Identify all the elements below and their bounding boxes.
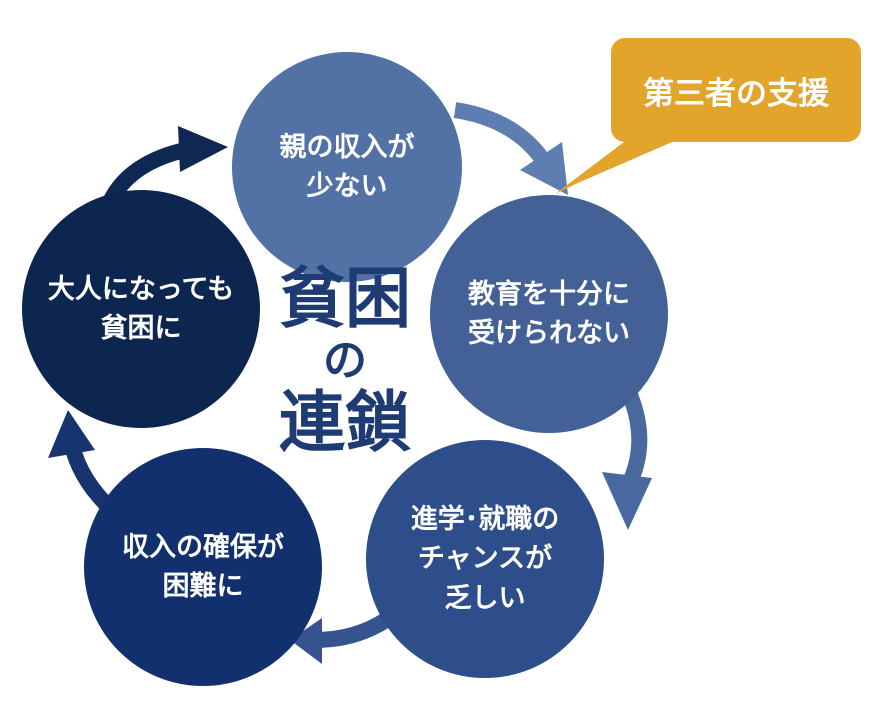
cycle-of-poverty-title: 貧困 の 連鎖 (250, 262, 440, 460)
node-low-parental-income-line1: 親の収入が (279, 131, 415, 163)
arrow-head-income-to-adult (48, 410, 95, 458)
arrow-head-adult-to-parents (178, 126, 228, 172)
node-income-difficulty-line1: 収入の確保が (122, 531, 284, 563)
title-line-chain: 連鎖 (279, 384, 411, 461)
arrow-head-education-to-career (602, 472, 652, 530)
support-callout-pointer (555, 130, 700, 194)
third-party-support-callout: 第三者の支援 (611, 38, 861, 142)
node-adult-poverty-line2: 貧困に (100, 313, 182, 344)
node-limited-opportunities-line1: 進学･就職の (410, 504, 560, 536)
node-income-difficulty: 収入の確保が 困難に (84, 448, 322, 686)
arrow-parents-to-education (453, 102, 555, 173)
arrow-head-career-to-income (290, 618, 322, 664)
title-line-poverty: 貧困 (279, 260, 411, 337)
arrow-education-to-career (619, 392, 648, 492)
node-low-parental-income-line2: 少ない (306, 171, 388, 202)
node-insufficient-education: 教育を十分に 受けられない (430, 195, 668, 433)
arrow-career-to-income (314, 613, 391, 648)
node-adult-poverty-line1: 大人になっても (47, 273, 235, 305)
node-limited-opportunities-line2: チャンスが (417, 543, 553, 575)
node-income-difficulty-line2: 困難に (162, 571, 244, 602)
node-insufficient-education-line2: 受けられない (468, 318, 630, 349)
arrow-head-parents-to-education (520, 142, 568, 195)
node-limited-opportunities-line3: 乏しい (444, 582, 526, 614)
title-line-of: の (323, 335, 367, 386)
node-adult-poverty: 大人になっても 貧困に (22, 190, 260, 428)
node-limited-opportunities: 進学･就職の チャンスが 乏しい (366, 440, 604, 678)
node-insufficient-education-line1: 教育を十分に (468, 278, 630, 310)
third-party-support-label: 第三者の支援 (643, 75, 829, 112)
node-low-parental-income: 親の収入が 少ない (232, 52, 462, 282)
